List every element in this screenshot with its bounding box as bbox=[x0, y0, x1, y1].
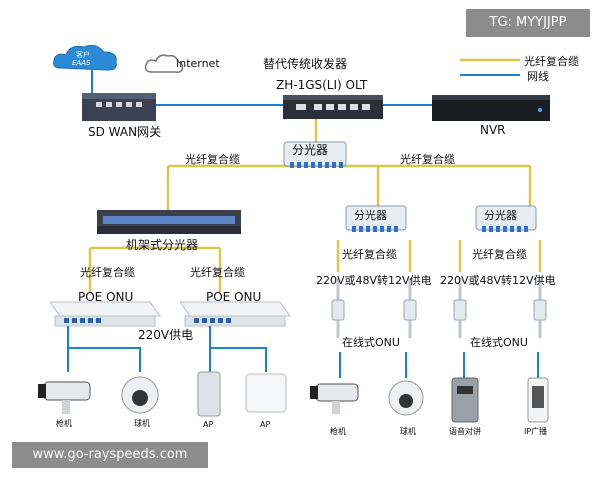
online-b-label: 在线式ONU bbox=[470, 336, 528, 349]
dev4-label: AP bbox=[260, 420, 271, 429]
poe-onu-2-device bbox=[179, 301, 291, 327]
fiber-right-label: 光纤复合缆 bbox=[400, 153, 455, 166]
cloud-eaas-bottom: EAAS bbox=[72, 59, 91, 67]
poe1-label: POE ONU bbox=[78, 290, 134, 304]
ip-broadcast-icon bbox=[527, 377, 549, 423]
online-onu-modules bbox=[331, 299, 547, 321]
splitter-b-device bbox=[475, 205, 537, 232]
splitter-main-device bbox=[283, 141, 347, 168]
internet-label: Internet bbox=[176, 57, 220, 70]
network-lines-bottom bbox=[67, 326, 539, 378]
dev6-label: 球机 bbox=[400, 427, 416, 436]
olt-label: ZH-1GS(LI) OLT bbox=[276, 78, 368, 92]
nvr-device bbox=[432, 95, 550, 121]
fiber-poe2-label: 光纤复合缆 bbox=[190, 266, 245, 279]
rack-splitter-label: 机架式分光器 bbox=[126, 238, 199, 252]
ap-1-icon bbox=[197, 371, 221, 417]
watermark-top: TG: MYYJJPP bbox=[466, 9, 590, 37]
fiber-lines bbox=[88, 118, 542, 292]
eaas-cloud-icon bbox=[53, 44, 117, 71]
power-b-label: 220V或48V转12V供电 bbox=[440, 274, 556, 287]
intercom-icon bbox=[451, 377, 479, 423]
watermark-bottom: www.go-rayspeeds.com bbox=[12, 442, 208, 468]
bullet-camera-2-icon bbox=[310, 383, 359, 414]
fiber-a-label: 光纤复合缆 bbox=[342, 248, 397, 261]
ap-2-icon bbox=[245, 373, 287, 413]
fiber-left-label: 光纤复合缆 bbox=[185, 153, 240, 166]
cloud-eaas-top: 客户 bbox=[76, 51, 90, 59]
dome-camera-1-icon bbox=[121, 376, 159, 414]
dev5-label: 枪机 bbox=[330, 427, 346, 436]
dev8-label: IP广播 bbox=[524, 427, 548, 436]
legend-net-label: 网线 bbox=[527, 70, 549, 83]
sdwan-gateway-device bbox=[82, 93, 156, 121]
fiber-b-label: 光纤复合缆 bbox=[472, 248, 527, 261]
poe-onu-1-device bbox=[49, 301, 161, 327]
rack-splitter-device bbox=[97, 210, 241, 234]
dev3-label: AP bbox=[203, 420, 214, 429]
dev7-label: 语音对讲 bbox=[449, 427, 481, 436]
fiber-poe1-label: 光纤复合缆 bbox=[80, 266, 135, 279]
splitter-a-label: 分光器 bbox=[354, 209, 387, 222]
power-a-label: 220V或48V转12V供电 bbox=[316, 274, 432, 287]
olt-device bbox=[283, 95, 383, 119]
dome-camera-2-icon bbox=[388, 380, 424, 416]
poe-power-label: 220V供电 bbox=[138, 328, 194, 342]
poe2-label: POE ONU bbox=[206, 290, 262, 304]
sdwan-label: SD WAN网关 bbox=[88, 125, 162, 139]
splitter-b-label: 分光器 bbox=[484, 209, 517, 222]
dev1-label: 枪机 bbox=[56, 419, 72, 428]
bullet-camera-1-icon bbox=[38, 381, 91, 414]
nvr-label: NVR bbox=[480, 123, 506, 137]
online-a-label: 在线式ONU bbox=[342, 336, 400, 349]
splitter-main-label: 分光器 bbox=[292, 143, 329, 157]
converter-label: 替代传统收发器 bbox=[263, 57, 348, 71]
network-lines-top bbox=[91, 68, 432, 106]
internet-cloud-icon bbox=[144, 54, 184, 73]
legend-fiber-label: 光纤复合缆 bbox=[524, 55, 579, 68]
splitter-a-device bbox=[345, 205, 407, 232]
dev2-label: 球机 bbox=[134, 419, 150, 428]
